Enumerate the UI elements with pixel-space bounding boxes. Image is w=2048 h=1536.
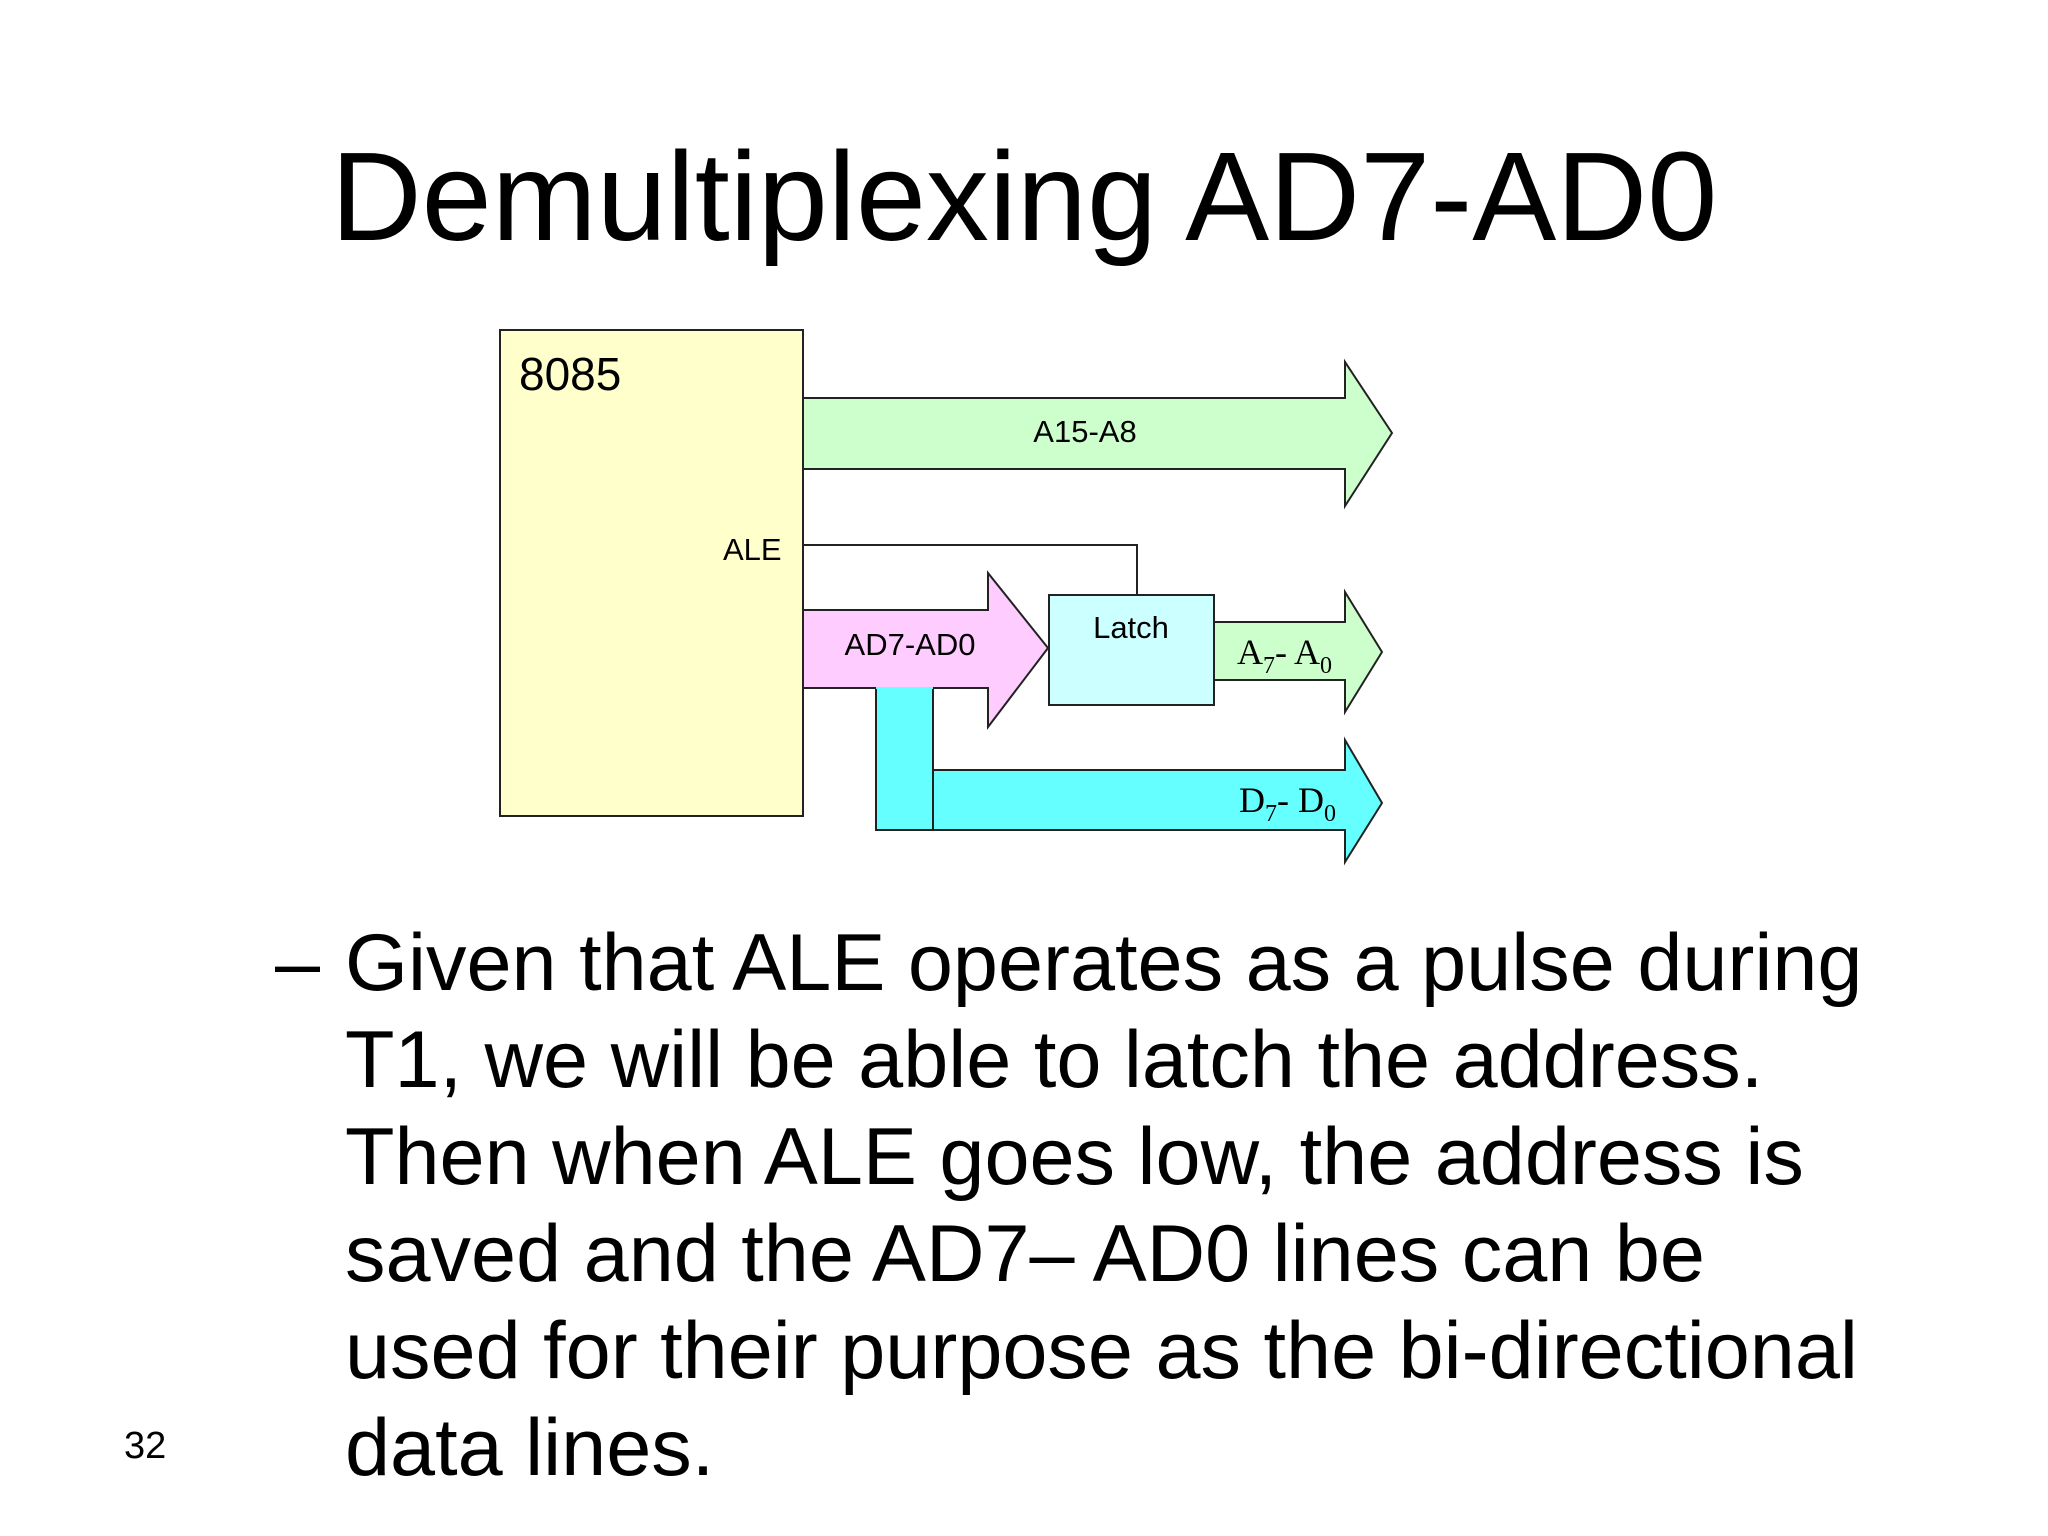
data-bus-main: D [1239,780,1265,820]
data-bus-branch-top [876,687,933,689]
low-address-sub1: 7 [1263,653,1275,679]
low-address-main: A [1237,632,1263,672]
ale-label: ALE [723,532,782,567]
ad-bus-label: AD7-AD0 [845,627,976,662]
low-address-sub2: 0 [1320,653,1332,679]
slide-title: Demultiplexing AD7-AD0 [330,126,1718,267]
bullet-point: – Given that ALE operates as a pulse dur… [275,915,1895,1497]
latch-block [1048,594,1215,706]
low-address-sep: - A [1275,632,1320,672]
data-bus-arrow [932,736,1384,866]
low-address-bus-arrow [1213,588,1384,716]
low-address-bus-label: A7- A0 [1237,632,1332,679]
high-address-bus-label: A15-A8 [1033,414,1136,449]
high-address-bus-arrow [802,358,1394,510]
cpu-label: 8085 [519,348,621,400]
bullet-dash: – [275,918,321,1008]
slide-number: 32 [124,1425,167,1467]
ad-bus-arrow [802,570,1050,730]
data-bus-sep: - D [1277,780,1324,820]
cpu-block [499,329,804,817]
data-bus-sub1: 7 [1265,801,1277,827]
bullet-text: Given that ALE operates as a pulse durin… [345,918,1863,1493]
data-bus-branch [875,685,934,831]
data-bus-label: D7- D0 [1239,780,1336,827]
latch-label: Latch [1093,610,1169,645]
ale-signal-line [803,544,1138,595]
data-bus-sub2: 0 [1324,801,1336,827]
